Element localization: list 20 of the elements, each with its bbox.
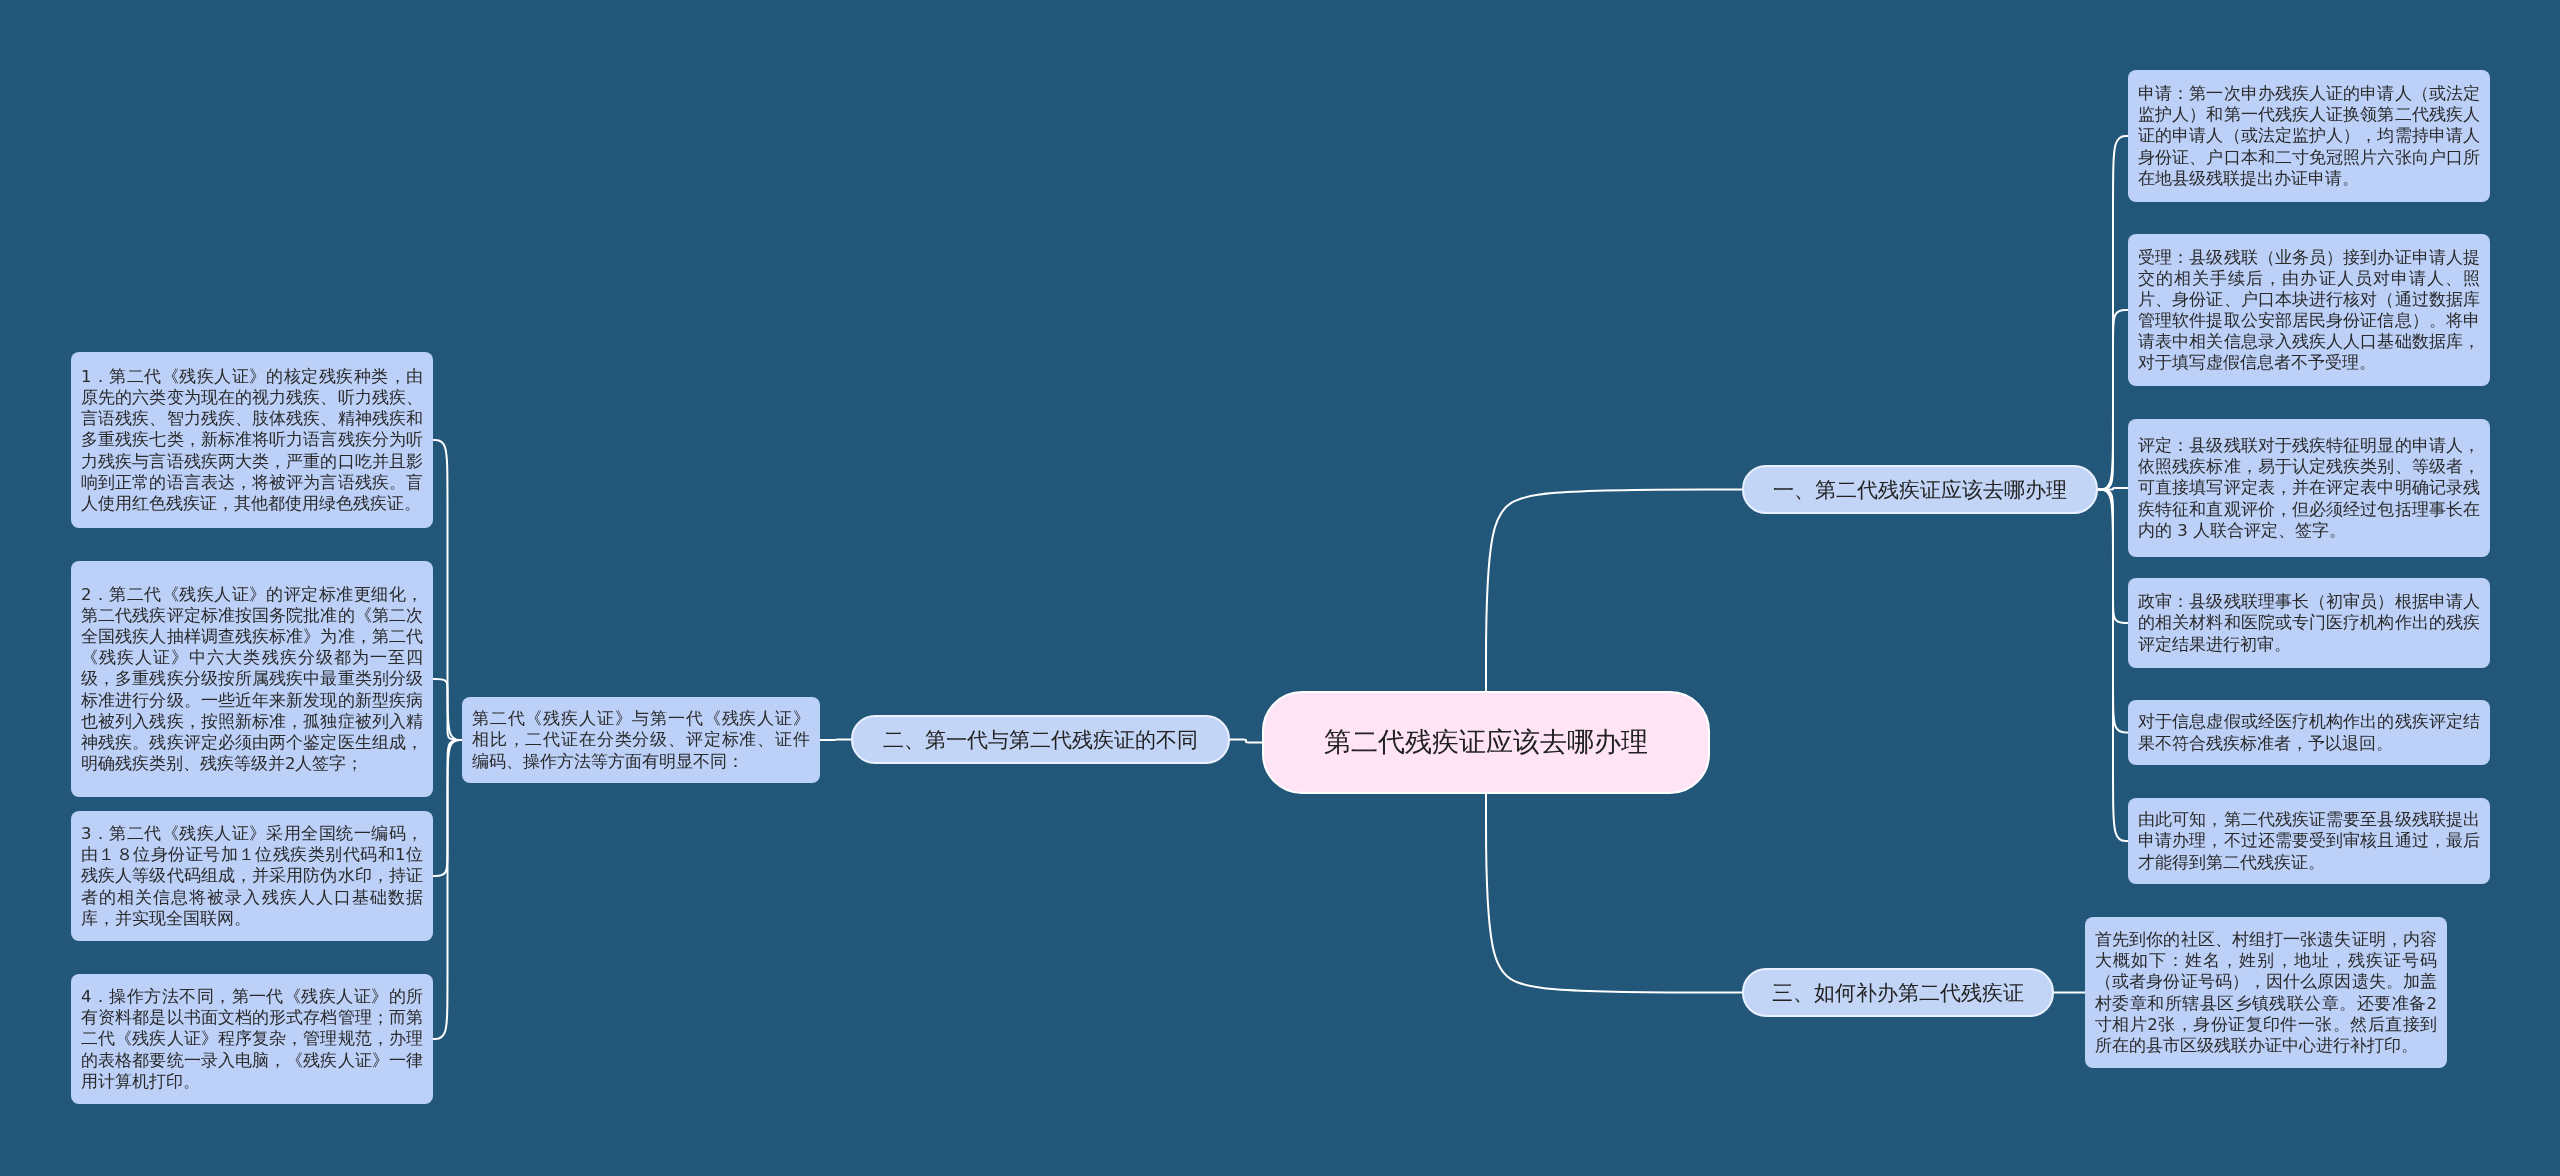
note-card: 受理：县级残联（业务员）接到办证申请人提交的相关手续后，由办证人员对申请人、照片、身份证、户口本块进行核对（通过数据库管理软件提取公安部居民身份证信息）。将申请表中相关信息录入残疾人人口基础数据库，对于填写虚假信息者不予受理。 — [2128, 234, 2490, 386]
note-card: 3．第二代《残疾人证》采用全国统一编码，由１８位身份证号加１位残疾类别代码和1位残疾人等级代码组成，并采用防伪水印，持证者的相关信息将被录入残疾人人口基础数据库，并实现全国联网。 — [71, 811, 433, 941]
branch-topic: 三、如何补办第二代残疾证 — [1742, 968, 2054, 1017]
note-card: 1．第二代《残疾人证》的核定残疾种类，由原先的六类变为现在的视力残疾、听力残疾、言语残疾、智力残疾、肢体残疾、精神残疾和多重残疾七类，新标准将听力语言残疾分为听力残疾与言语残疾两大类，严重的口吃并且影响到正常的语言表达，将被评为言语残疾。盲人使用红色残疾证，其他都使用绿色残疾证。 — [71, 352, 433, 528]
note-card: 第二代《残疾人证》与第一代《残疾人证》相比，二代证在分类分级、评定标准、证件编码、操作方法等方面有明显不同： — [462, 697, 820, 783]
note-card: 由此可知，第二代残疾证需要至县级残联提出申请办理，不过还需要受到审核且通过，最后才能得到第二代残疾证。 — [2128, 798, 2490, 884]
connector-line — [819, 738, 852, 741]
note-card: 2．第二代《残疾人证》的评定标准更细化，第二代残疾评定标准按国务院批准的《第二次全国残疾人抽样调查残疾标准》为准，第二代《残疾人证》中六大类残疾分级都为一至四级，多重残疾分级按所属残疾中最重类别分级标准进行分级。一些近年来新发现的新型疾病也被列入残疾，按照新标准，孤独症被列入精神残疾。残疾评定必须由两个鉴定医生组成，明确残疾类别、残疾等级并2人签字； — [71, 561, 433, 797]
connector-line — [1229, 738, 1263, 744]
note-card: 评定：县级残联对于残疾特征明显的申请人，依照残疾标准，易于认定残疾类别、等级者，可直接填写评定表，并在评定表中明确记录残疾特征和直观评价，但必须经过包括理事长在内的 3 人联合评定、签字。 — [2128, 419, 2490, 557]
branch-topic: 二、第一代与第二代残疾证的不同 — [851, 715, 1230, 764]
note-card: 政审：县级残联理事长（初审员）根据申请人的相关材料和医院或专门医疗机构作出的残疾评定结果进行初审。 — [2128, 578, 2490, 668]
note-card: 4．操作方法不同，第一代《残疾人证》的所有资料都是以书面文档的形式存档管理；而第二代《残疾人证》程序复杂，管理规范，办理的表格都要统一录入电脑，《残疾人证》一律用计算机打印。 — [71, 974, 433, 1104]
central-topic: 第二代残疾证应该去哪办理 — [1262, 691, 1710, 794]
note-card: 对于信息虚假或经医疗机构作出的残疾评定结果不符合残疾标准者，予以退回。 — [2128, 700, 2490, 765]
branch-topic: 一、第二代残疾证应该去哪办理 — [1742, 465, 2098, 514]
connector-line — [1485, 793, 1743, 994]
connector-line — [1485, 488, 1743, 692]
note-card: 申请：第一次申办残疾人证的申请人（或法定监护人）和第一代残疾人证换领第二代残疾人证的申请人（或法定监护人），均需持申请人身份证、户口本和二寸免冠照片六张向户口所在地县级残联提出办证申请。 — [2128, 70, 2490, 202]
note-card: 首先到你的社区、村组打一张遗失证明，内容大概如下：姓名，姓别，地址，残疾证号码（或者身份证号码），因什么原因遗失。加盖村委章和所辖县区乡镇残联公章。还要准备2寸相片2张，身份证复印件一张。然后直接到所在的县市区级残联办证中心进行补打印。 — [2085, 917, 2447, 1068]
